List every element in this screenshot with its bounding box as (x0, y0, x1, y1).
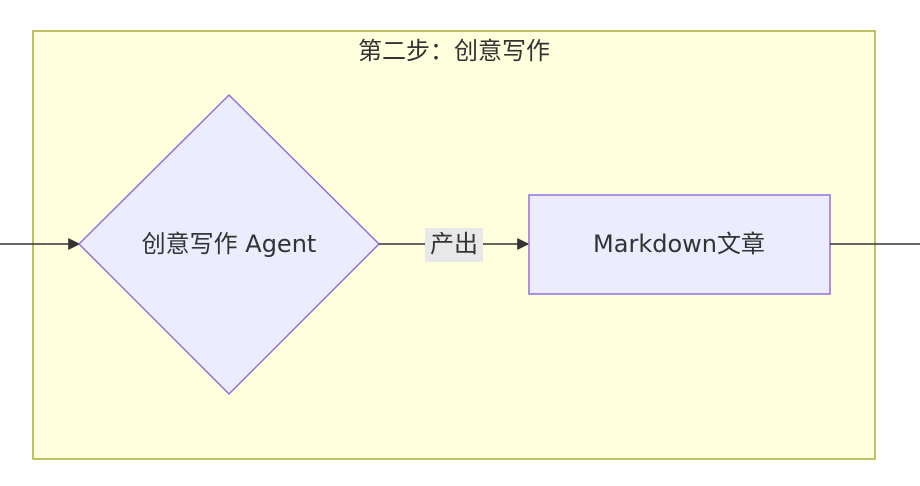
agent-node[interactable]: 创意写作 Agent (77, 93, 381, 396)
edge-label-background (425, 228, 483, 262)
edge-label: 产出 (430, 230, 478, 258)
agent-diamond-shape (77, 93, 381, 396)
subgraph-title: 第二步：创意写作 (358, 37, 550, 65)
article-rect-shape (528, 194, 831, 295)
agent-node-label: 创意写作 Agent (142, 230, 317, 258)
article-node[interactable]: Markdown文章 (528, 194, 831, 295)
article-node-label: Markdown文章 (593, 230, 765, 258)
